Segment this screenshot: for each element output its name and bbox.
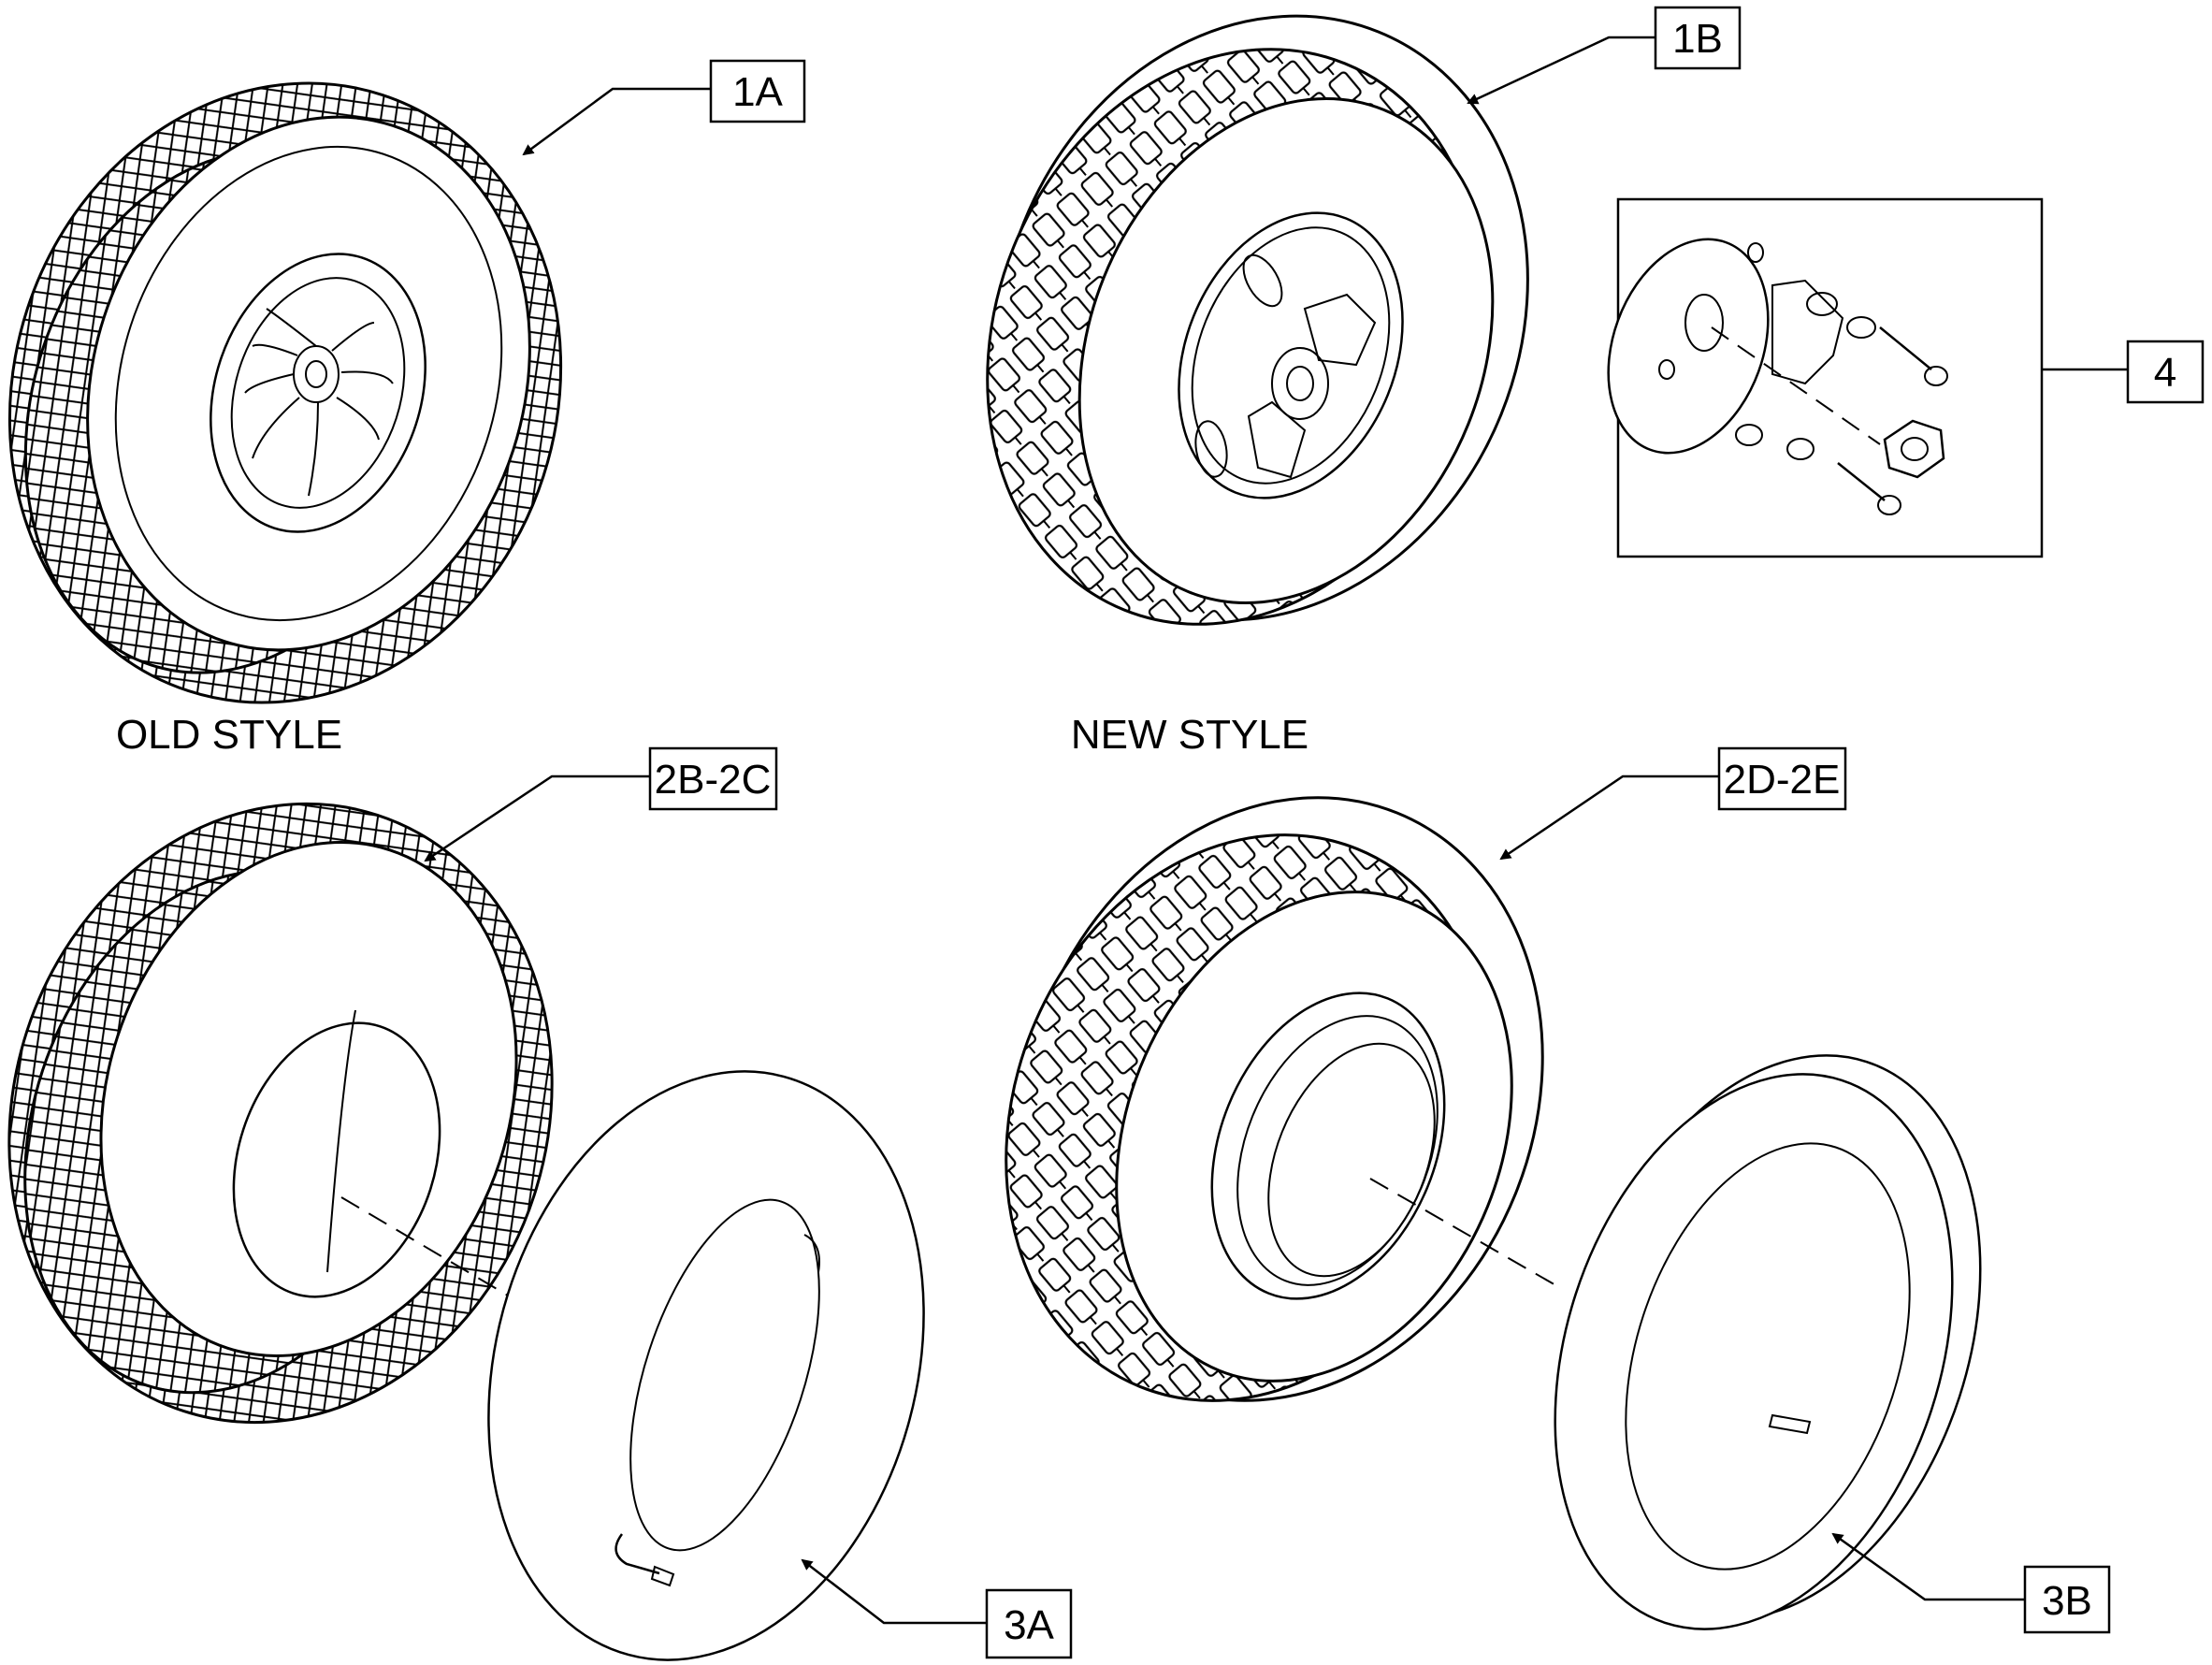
- hub-hardware-inset: [1607, 197, 2044, 558]
- callout-2D-2E: 2D-2E: [1499, 746, 1847, 861]
- callout-3A-label: 3A: [1004, 1602, 1054, 1648]
- tube-valve-3A: [614, 1533, 675, 1587]
- callout-2D-2E-label: 2D-2E: [1724, 757, 1841, 803]
- callout-1B: 1B: [1467, 6, 1742, 105]
- callout-1A-label: 1A: [732, 69, 783, 115]
- old-style-tire: [7, 802, 554, 1425]
- callout-1B-label: 1B: [1672, 16, 1723, 62]
- callout-4: 4: [2042, 340, 2205, 404]
- callout-3B-label: 3B: [2042, 1578, 2092, 1624]
- callout-3A: 3A: [801, 1558, 1073, 1659]
- callout-2B-2C-label: 2B-2C: [655, 757, 772, 803]
- inner-tube-3A: [487, 1070, 925, 1661]
- new-style-rim: [1178, 211, 1404, 500]
- insert-3B: [1554, 1054, 1982, 1630]
- old-style-rim: [210, 253, 426, 533]
- new-style-tire: [1005, 796, 1558, 1402]
- screw-lower: [1837, 462, 1901, 515]
- hex-nut: [1883, 419, 1945, 479]
- callout-2B-2C: 2B-2C: [424, 746, 778, 862]
- screw-upper: [1879, 326, 1948, 386]
- callout-3B: 3B: [1831, 1532, 2111, 1634]
- callout-4-label: 4: [2154, 350, 2176, 396]
- new-style-caption: NEW STYLE: [1071, 712, 1308, 758]
- new-style-wheel: [986, 14, 1529, 626]
- tube-valve-3B: [1768, 1413, 1812, 1435]
- old-style-caption: OLD STYLE: [116, 712, 342, 758]
- old-style-wheel: [7, 81, 563, 704]
- callout-1A: 1A: [522, 59, 806, 156]
